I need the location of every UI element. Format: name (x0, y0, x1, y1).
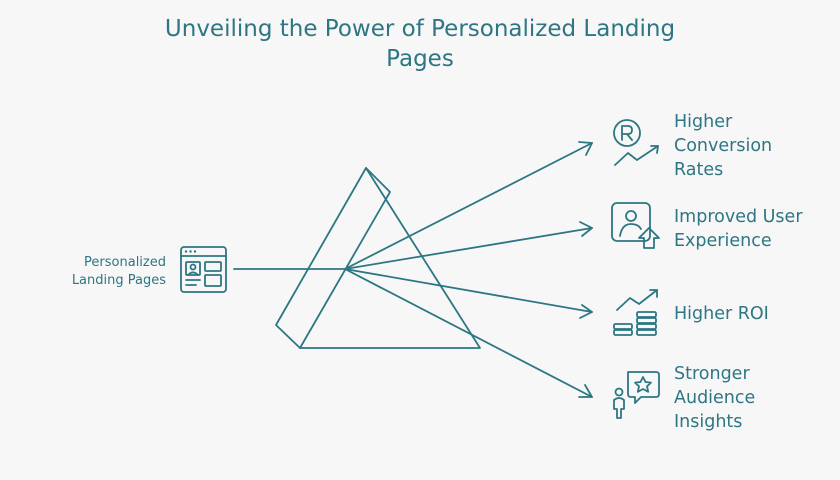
output-label-user-experience: Improved User Experience (674, 205, 803, 253)
output-label-line: Improved User (674, 207, 803, 227)
output-label-roi: Higher ROI (674, 302, 769, 326)
input-label-line-1: Personalized (84, 255, 166, 270)
prism-shape (275, 167, 481, 349)
registered-growth-icon (613, 119, 659, 166)
coins-growth-icon (613, 289, 658, 336)
output-label-line: Experience (674, 231, 772, 251)
title-line-1: Unveiling the Power of Personalized Land… (164, 16, 676, 42)
input-label-line-2: Landing Pages (71, 273, 166, 288)
output-label-conversion: Higher Conversion Rates (674, 110, 772, 182)
output-label-line: Conversion (674, 136, 773, 156)
diagram-title: Unveiling the Power of Personalized Land… (0, 14, 840, 74)
output-label-line: Higher ROI (674, 304, 769, 324)
output-label-line: Higher (674, 112, 733, 132)
user-upgrade-icon (611, 202, 660, 249)
output-label-line: Insights (674, 412, 743, 432)
input-label: Personalized Landing Pages (48, 254, 166, 290)
title-line-2: Pages (386, 46, 454, 72)
output-label-line: Stronger (674, 364, 750, 384)
output-label-audience-insights: Stronger Audience Insights (674, 362, 755, 434)
output-rays (344, 141, 593, 398)
output-label-line: Audience (674, 388, 756, 408)
output-label-line: Rates (674, 160, 724, 180)
webpage-layout-icon (180, 246, 227, 293)
person-star-speech-icon (613, 371, 660, 419)
